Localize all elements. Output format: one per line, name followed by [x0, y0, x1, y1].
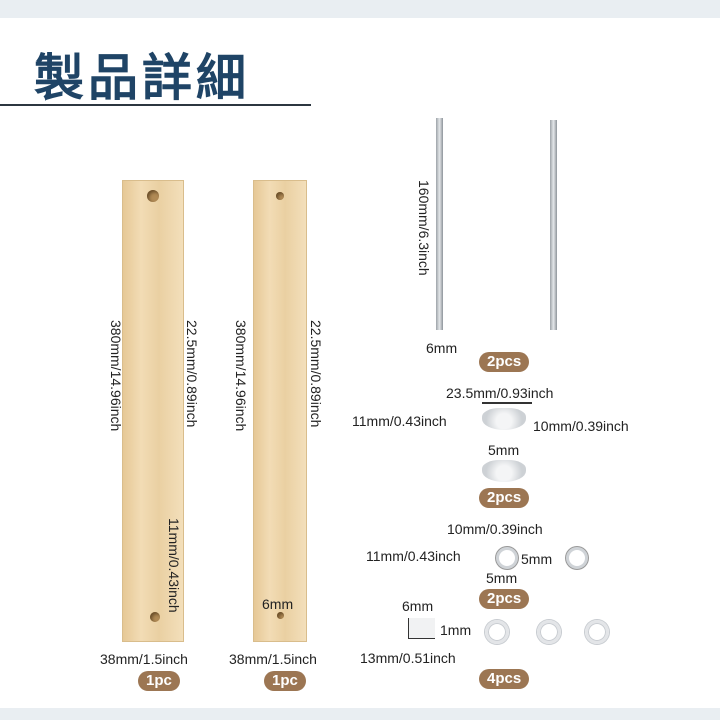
wingnut-hole-label: 5mm [488, 442, 520, 458]
plank2-hole-size-label: 6mm [262, 596, 294, 612]
washers-qty-badge: 4pcs [479, 669, 530, 689]
plank-hole-icon [147, 190, 159, 202]
plank1-length-label: 380mm/14.96inch [108, 320, 124, 432]
wing-nut-image [482, 460, 526, 482]
threaded-rod-2 [550, 120, 557, 330]
plank1-hole-offset-label: 22.5mm/0.89inch [184, 320, 200, 428]
title-divider [0, 104, 311, 106]
plank-hole-icon [277, 612, 284, 619]
plank1-qty-badge: 1pc [138, 671, 180, 691]
plank2-length-label: 380mm/14.96inch [233, 320, 249, 432]
wood-plank-2 [253, 180, 307, 642]
plank2-hole-offset-label: 22.5mm/0.89inch [308, 320, 324, 428]
plank-hole-icon [150, 612, 160, 622]
dimension-line [482, 402, 532, 404]
plank2-width-label: 38mm/1.5inch [229, 651, 317, 667]
washer-image [485, 620, 509, 644]
wingnut-height-label: 11mm/0.43inch [352, 413, 447, 429]
rod-diameter-label: 6mm [426, 340, 458, 356]
washer-thickness-label: 1mm [440, 622, 472, 638]
washer-side-image [408, 618, 435, 639]
washer-image [585, 620, 609, 644]
wingnuts-qty-badge: 2pcs [479, 488, 530, 508]
wood-plank-1 [122, 180, 184, 642]
hexnuts-qty-badge: 2pcs [479, 589, 530, 609]
hex-nut-image [566, 547, 588, 569]
threaded-rod-1 [436, 118, 443, 330]
hex-nut-image [496, 547, 518, 569]
wing-nut-image [482, 408, 526, 430]
background-panel [0, 18, 720, 708]
wingnut-depth-label: 10mm/0.39inch [533, 418, 629, 434]
plank1-hole-bottom-label: 11mm/0.43inch [166, 518, 182, 613]
hexnut-hole-label: 5mm [486, 570, 518, 586]
plank-hole-icon [276, 192, 284, 200]
washer-inner-label: 6mm [402, 598, 434, 614]
plank1-width-label: 38mm/1.5inch [100, 651, 188, 667]
rods-qty-badge: 2pcs [479, 352, 530, 372]
hexnut-width-label: 10mm/0.39inch [447, 521, 543, 537]
plank2-qty-badge: 1pc [264, 671, 306, 691]
hexnut-height-label: 11mm/0.43inch [366, 548, 461, 564]
rod-length-label: 160mm/6.3inch [416, 180, 432, 276]
wingnut-width-label: 23.5mm/0.93inch [446, 385, 554, 401]
washer-image [537, 620, 561, 644]
hexnut-thickness-label: 5mm [521, 551, 553, 567]
page-title: 製品詳細 [34, 49, 250, 107]
washer-outer-label: 13mm/0.51inch [360, 650, 456, 666]
